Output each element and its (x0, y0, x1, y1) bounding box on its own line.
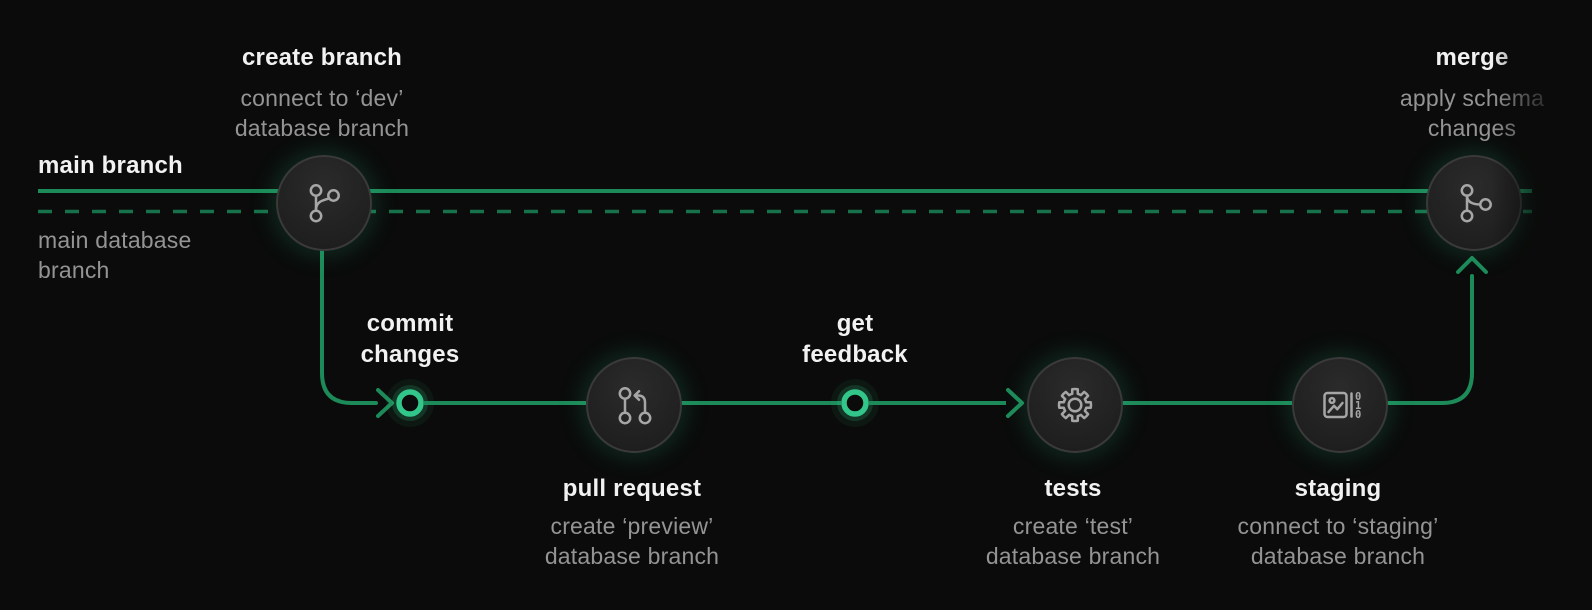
digit-0-top: 0 (1355, 391, 1361, 403)
pull-request-title: pull request (562, 475, 702, 502)
get-feedback-title: get feedback (802, 310, 908, 368)
tests-node (1027, 357, 1123, 453)
main-branch-label: main branch (38, 152, 183, 179)
create-branch-subtitle: connect to ‘dev’ database branch (234, 85, 410, 141)
create-branch-node (276, 155, 372, 251)
pull-request-node (586, 357, 682, 453)
merge-node (1426, 155, 1522, 251)
git-merge-icon (1460, 184, 1492, 223)
tests-arrowhead (1006, 388, 1024, 418)
digit-1-mid: 1 (1355, 400, 1361, 412)
feature-branch-down-path (320, 245, 378, 405)
tests-title: tests (1044, 475, 1102, 502)
commit-arrowhead (376, 388, 394, 418)
create-branch-title: create branch (241, 44, 402, 71)
merge-arrowhead (1456, 256, 1488, 274)
merge-title: merge (1435, 44, 1509, 71)
staging-to-merge-path (1382, 274, 1474, 405)
pull-request-subtitle: create ‘preview’ database branch (544, 513, 720, 569)
staging-title: staging (1294, 475, 1382, 502)
main-database-branch-label: main database branch (38, 227, 192, 283)
git-branch-icon (309, 184, 340, 223)
digit-0-bottom: 0 (1355, 409, 1361, 421)
merge-subtitle: apply schema changes (1399, 85, 1545, 141)
gear-icon (1057, 387, 1093, 423)
commit-point-ring (386, 379, 434, 427)
tests-subtitle: create ‘test’ database branch (985, 513, 1161, 569)
git-pull-request-icon (618, 387, 652, 425)
image-data-icon: 0 1 0 (1323, 391, 1361, 421)
staging-subtitle: connect to ‘staging’ database branch (1237, 513, 1439, 569)
feedback-point-ring (831, 379, 879, 427)
commit-changes-title: commit changes (360, 310, 460, 368)
staging-node: 0 1 0 (1292, 357, 1388, 453)
